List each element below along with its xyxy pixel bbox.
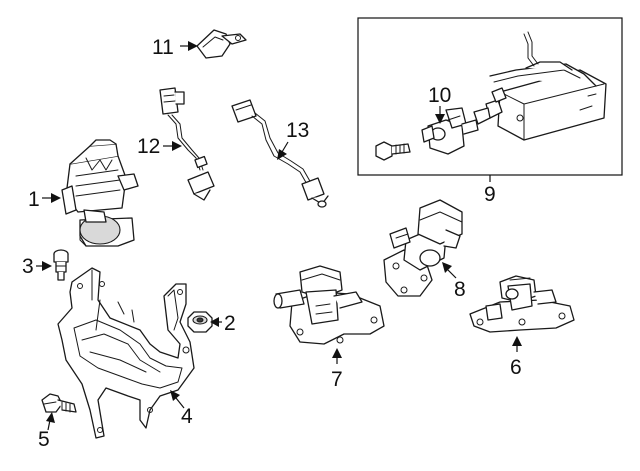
- part-8-valve: [383, 199, 463, 297]
- callout-label-2: 2: [224, 312, 236, 335]
- part-1-air-pump: [61, 139, 139, 247]
- callout-label-7: 7: [331, 368, 343, 391]
- callout-2: 2: [210, 312, 236, 335]
- part-4-bracket: [57, 267, 195, 439]
- callout-label-13: 13: [286, 119, 309, 142]
- part-11-sensor: [196, 29, 247, 59]
- callout-9: 9: [484, 175, 496, 206]
- part-2-nut: [187, 311, 213, 333]
- part-13-oxygen-sensor: [231, 99, 329, 208]
- part-3-sensor: [53, 249, 69, 281]
- callout-label-8: 8: [454, 278, 466, 301]
- callout-label-10: 10: [428, 84, 451, 107]
- callout-label-11: 11: [152, 36, 174, 59]
- callout-13: 13: [277, 119, 309, 160]
- part-10-valve: [421, 107, 479, 155]
- callout-6: 6: [510, 336, 522, 379]
- part-10-bolt: [375, 141, 411, 161]
- callout-label-1: 1: [28, 188, 40, 211]
- callout-label-5: 5: [38, 428, 50, 451]
- callout-12: 12: [137, 135, 182, 158]
- callout-label-12: 12: [137, 135, 160, 158]
- callout-3: 3: [22, 255, 52, 278]
- callout-10: 10: [428, 84, 451, 124]
- callout-11: 11: [152, 36, 198, 59]
- callout-label-3: 3: [22, 255, 34, 278]
- callout-7: 7: [331, 348, 343, 391]
- part-9-canister: [473, 31, 607, 141]
- callout-5: 5: [38, 412, 55, 451]
- callout-label-4: 4: [181, 405, 193, 428]
- callout-1: 1: [28, 188, 61, 211]
- callout-label-6: 6: [510, 356, 522, 379]
- callout-8: 8: [442, 262, 466, 301]
- part-12-oxygen-sensor: [159, 87, 215, 201]
- part-7-valve: [273, 265, 385, 345]
- callout-4: 4: [170, 390, 193, 428]
- part-5-bolt: [41, 393, 77, 413]
- part-6-valve: [469, 275, 575, 333]
- callout-label-9: 9: [484, 183, 496, 206]
